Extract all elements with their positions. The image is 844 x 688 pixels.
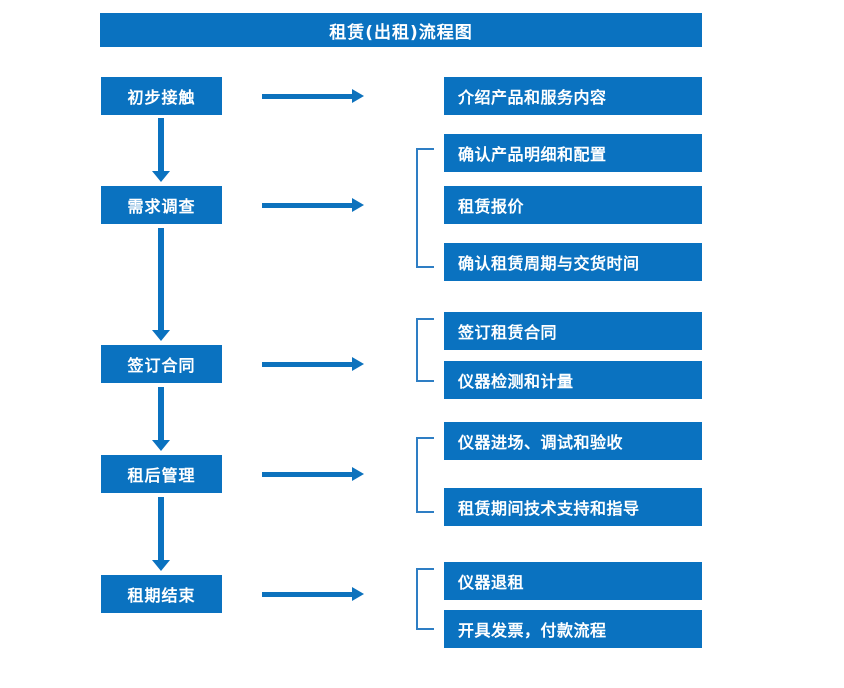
flow-arrow-down-3-4 [151, 387, 171, 451]
flow-arrow-down-2-3 [151, 228, 171, 341]
detail-node-4-1[interactable]: 仪器进场、调试和验收 [444, 422, 702, 460]
detail-arrow-right-4 [262, 467, 364, 481]
stage-node-1[interactable]: 初步接触 [101, 77, 222, 115]
detail-node-3-1[interactable]: 签订租赁合同 [444, 312, 702, 350]
detail-node-3-2[interactable]: 仪器检测和计量 [444, 361, 702, 399]
flow-arrow-down-1-2 [151, 118, 171, 182]
group-bracket-3 [416, 318, 434, 382]
group-bracket-5 [416, 568, 434, 630]
stage-node-4[interactable]: 租后管理 [101, 455, 222, 493]
detail-node-2-1[interactable]: 确认产品明细和配置 [444, 134, 702, 172]
group-bracket-2 [416, 148, 434, 268]
detail-arrow-right-3 [262, 357, 364, 371]
detail-node-5-1[interactable]: 仪器退租 [444, 562, 702, 600]
group-bracket-4 [416, 437, 434, 513]
detail-arrow-right-1 [262, 89, 364, 103]
flow-arrow-down-4-5 [151, 497, 171, 571]
detail-node-4-2[interactable]: 租赁期间技术支持和指导 [444, 488, 702, 526]
detail-arrow-right-2 [262, 198, 364, 212]
detail-node-2-2[interactable]: 租赁报价 [444, 186, 702, 224]
detail-arrow-right-5 [262, 587, 364, 601]
detail-node-5-2[interactable]: 开具发票，付款流程 [444, 610, 702, 648]
detail-node-1-1[interactable]: 介绍产品和服务内容 [444, 77, 702, 115]
stage-node-5[interactable]: 租期结束 [101, 575, 222, 613]
stage-node-2[interactable]: 需求调查 [101, 186, 222, 224]
diagram-title: 租赁(出租)流程图 [100, 13, 702, 47]
stage-node-3[interactable]: 签订合同 [101, 345, 222, 383]
detail-node-2-3[interactable]: 确认租赁周期与交货时间 [444, 243, 702, 281]
